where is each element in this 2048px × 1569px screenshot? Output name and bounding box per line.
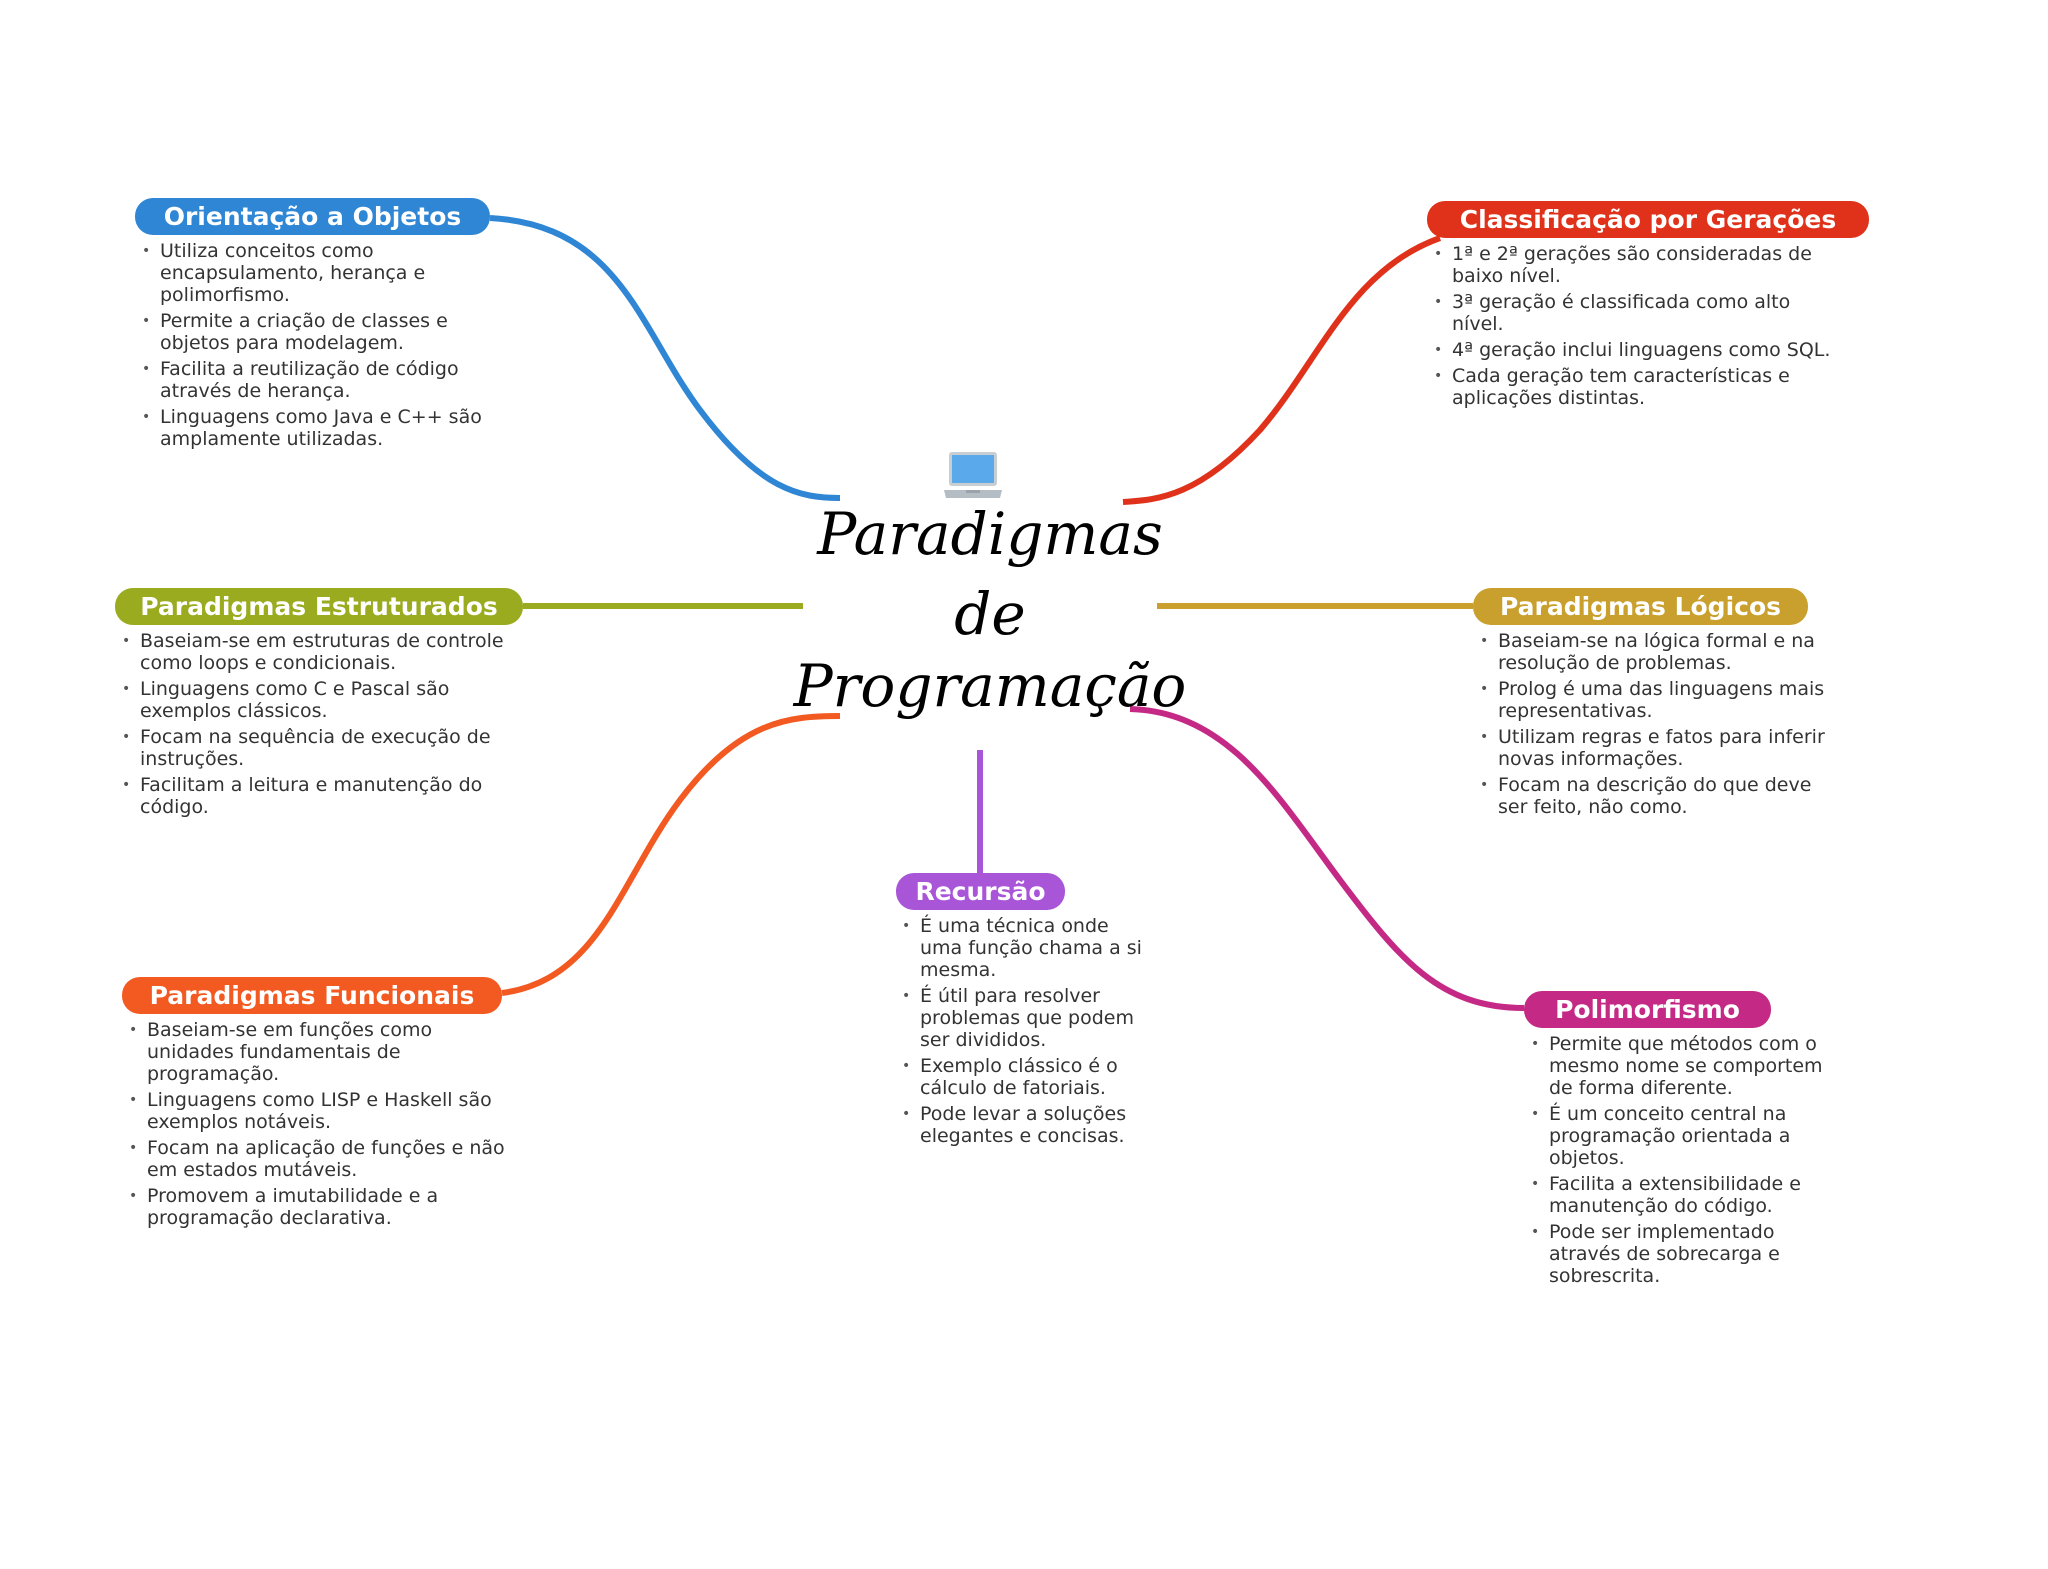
- branch-struct-item: Baseiam-se em estruturas de controle com…: [120, 630, 530, 674]
- branch-logic-item: Utilizam regras e fatos para inferir nov…: [1478, 726, 1838, 770]
- branch-rec-item: Pode levar a soluções elegantes e concis…: [900, 1103, 1145, 1147]
- branch-poly-item: Facilita a extensibilidade e manutenção …: [1529, 1173, 1829, 1217]
- branch-gen-list: 1ª e 2ª gerações são consideradas de bai…: [1432, 243, 1832, 413]
- branch-logic-item: Focam na descrição do que deve ser feito…: [1478, 774, 1838, 818]
- branch-func-item: Linguagens como LISP e Haskell são exemp…: [127, 1089, 507, 1133]
- link-gen: [1122, 235, 1442, 505]
- branch-struct-item: Facilitam a leitura e manutenção do códi…: [120, 774, 530, 818]
- branch-rec-item: É útil para resolver problemas que podem…: [900, 985, 1145, 1051]
- branch-poly-item: Pode ser implementado através de sobreca…: [1529, 1221, 1829, 1287]
- branch-oop-title[interactable]: Orientação a Objetos: [135, 198, 490, 235]
- branch-gen-item: Cada geração tem características e aplic…: [1432, 365, 1832, 409]
- branch-oop-list: Utiliza conceitos como encapsulamento, h…: [140, 240, 520, 454]
- branch-poly-item: Permite que métodos com o mesmo nome se …: [1529, 1033, 1829, 1099]
- central-title-line-2: de: [954, 580, 1026, 648]
- branch-func-item: Focam na aplicação de funções e não em e…: [127, 1137, 507, 1181]
- link-poly: [1129, 706, 1525, 1011]
- laptop-icon: [944, 452, 1002, 498]
- branch-gen-item: 1ª e 2ª gerações são consideradas de bai…: [1432, 243, 1832, 287]
- branch-poly-title[interactable]: Polimorfismo: [1524, 991, 1771, 1028]
- branch-struct-list: Baseiam-se em estruturas de controle com…: [120, 630, 530, 822]
- branch-func-title[interactable]: Paradigmas Funcionais: [122, 977, 502, 1014]
- branch-logic-item: Baseiam-se na lógica formal e na resoluç…: [1478, 630, 1838, 674]
- link-oop: [489, 215, 841, 501]
- branch-oop-item: Facilita a reutilização de código atravé…: [140, 358, 520, 402]
- branch-struct-item: Focam na sequência de execução de instru…: [120, 726, 530, 770]
- branch-rec-item: É uma técnica onde uma função chama a si…: [900, 915, 1145, 981]
- branch-oop-item: Permite a criação de classes e objetos p…: [140, 310, 520, 354]
- branch-logic-list: Baseiam-se na lógica formal e na resoluç…: [1478, 630, 1838, 822]
- branch-rec-title[interactable]: Recursão: [896, 873, 1065, 910]
- branch-func-list: Baseiam-se em funções como unidades fund…: [127, 1019, 507, 1233]
- branch-logic-item: Prolog é uma das linguagens mais represe…: [1478, 678, 1838, 722]
- link-func: [501, 713, 841, 996]
- branch-logic-title[interactable]: Paradigmas Lógicos: [1473, 588, 1808, 625]
- branch-oop-item: Linguagens como Java e C++ são amplament…: [140, 406, 520, 450]
- branch-gen-item: 3ª geração é classificada como alto níve…: [1432, 291, 1832, 335]
- branch-gen-item: 4ª geração inclui linguagens como SQL.: [1432, 339, 1832, 361]
- branch-struct-title[interactable]: Paradigmas Estruturados: [115, 588, 523, 625]
- branch-func-item: Baseiam-se em funções como unidades fund…: [127, 1019, 507, 1085]
- branch-func-item: Promovem a imutabilidade e a programação…: [127, 1185, 507, 1229]
- branch-struct-item: Linguagens como C e Pascal são exemplos …: [120, 678, 530, 722]
- branch-oop-item: Utiliza conceitos como encapsulamento, h…: [140, 240, 520, 306]
- branch-rec-item: Exemplo clássico é o cálculo de fatoriai…: [900, 1055, 1145, 1099]
- branch-rec-list: É uma técnica onde uma função chama a si…: [900, 915, 1145, 1151]
- branch-gen-title[interactable]: Classificação por Gerações: [1427, 201, 1869, 238]
- central-title-line-1: Paradigmas: [817, 500, 1163, 568]
- branch-poly-item: É um conceito central na programação ori…: [1529, 1103, 1829, 1169]
- central-title-line-3: Programação: [793, 652, 1187, 720]
- branch-poly-list: Permite que métodos com o mesmo nome se …: [1529, 1033, 1829, 1291]
